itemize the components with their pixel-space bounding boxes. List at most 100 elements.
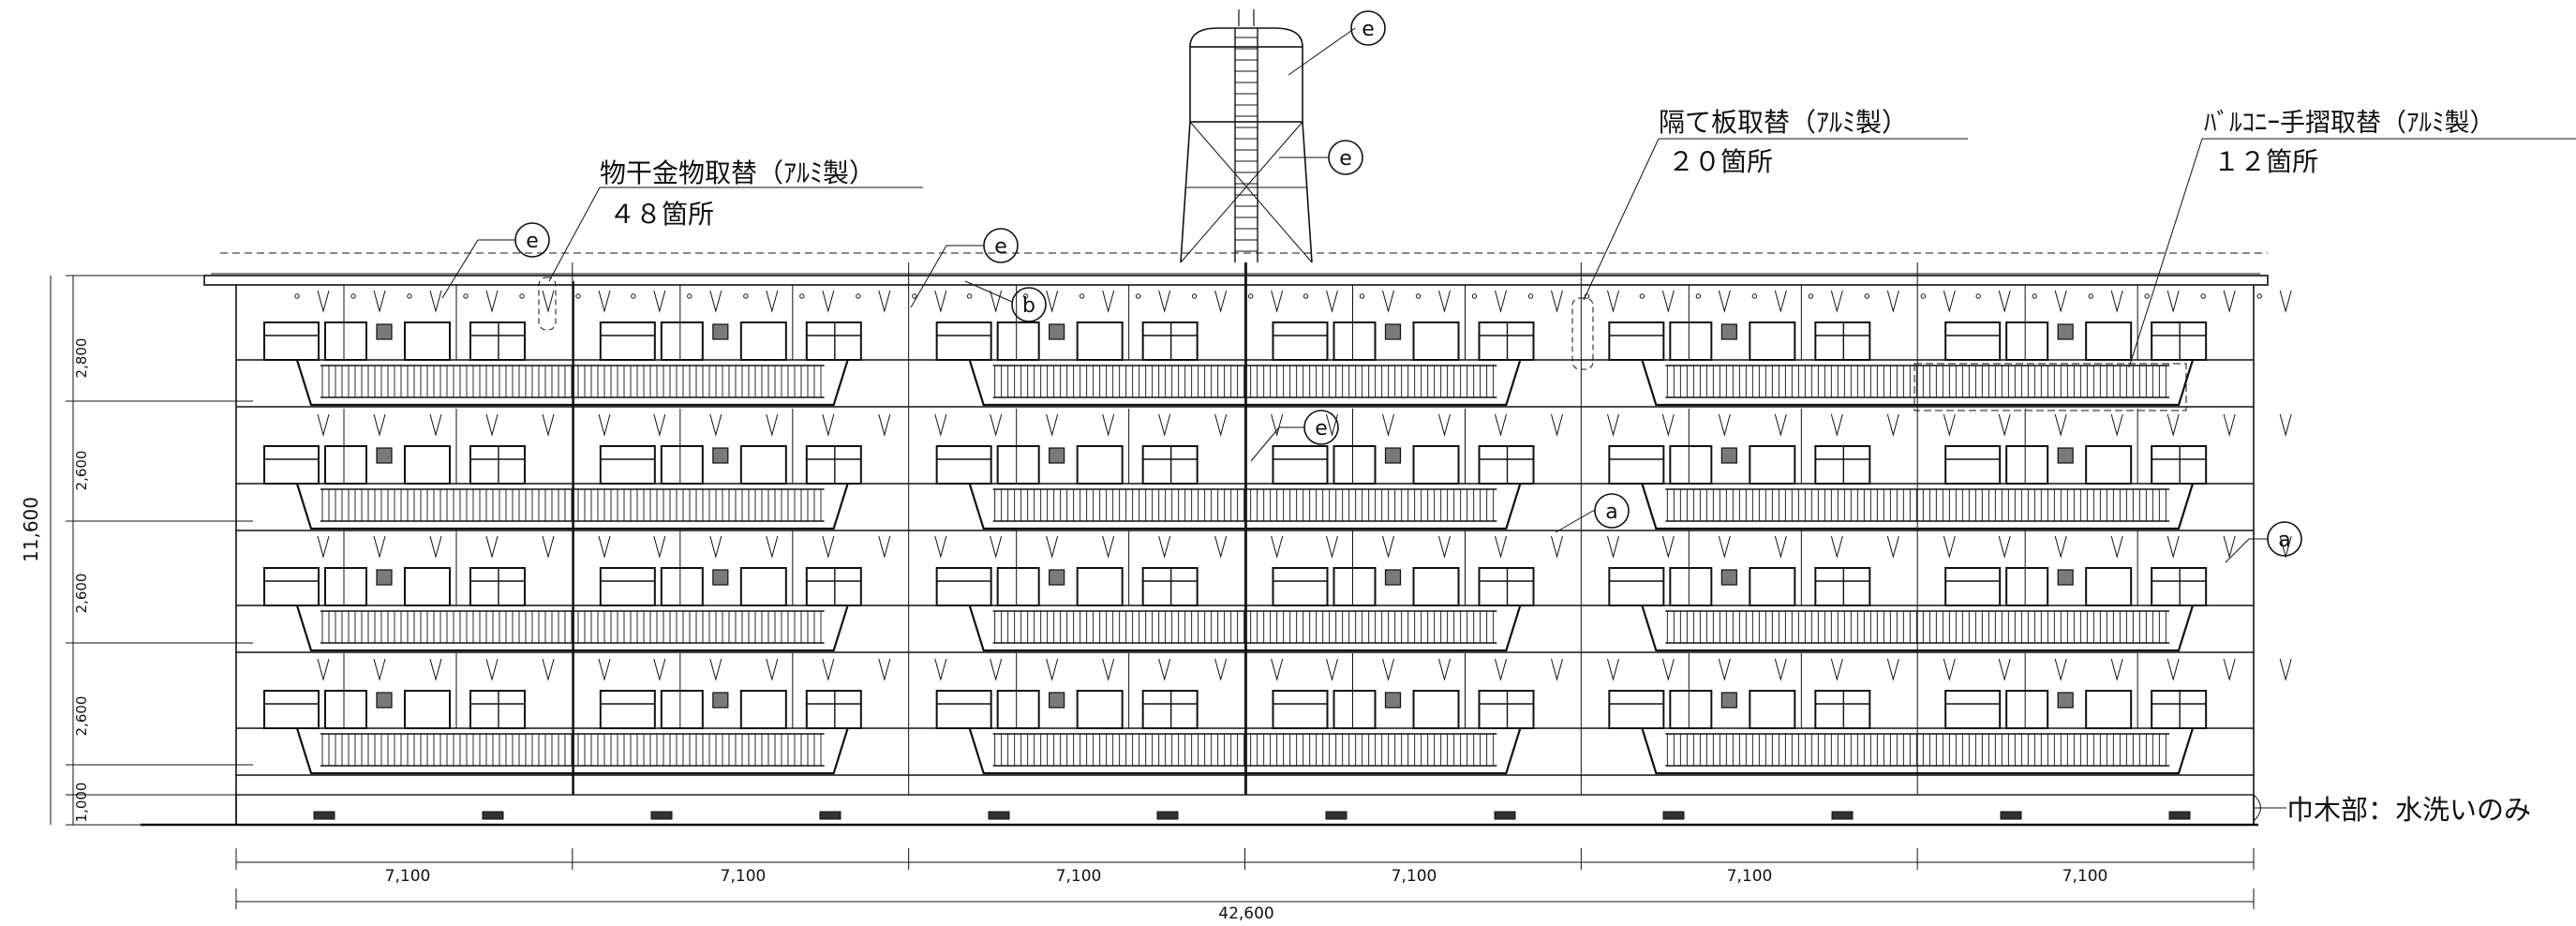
svg-text:e: e — [994, 235, 1007, 259]
window — [1141, 567, 1199, 606]
window — [263, 321, 320, 361]
window — [469, 690, 526, 729]
door — [660, 567, 704, 606]
marker-e-roof-left: e — [441, 222, 550, 299]
window — [469, 445, 526, 485]
small-window — [376, 692, 393, 709]
railing-count: １２箇所 — [2213, 146, 2318, 177]
small-window — [712, 692, 729, 709]
door — [404, 445, 451, 485]
svg-text:e: e — [1315, 417, 1328, 441]
window — [1944, 567, 2002, 606]
marker-e-tower-top: e — [1288, 10, 1386, 76]
water-tower — [1180, 9, 1313, 263]
svg-text:a: a — [1605, 500, 1617, 524]
door — [324, 567, 367, 606]
window — [935, 567, 992, 606]
window — [1814, 567, 1871, 606]
balcony-railing — [968, 605, 1522, 652]
window — [805, 321, 862, 361]
door — [2005, 690, 2049, 729]
door — [996, 321, 1040, 361]
bay-width-5: 7,100 — [1727, 867, 1773, 886]
total-height-label: 11,600 — [20, 497, 42, 562]
railing-highlight — [1913, 363, 2187, 411]
window — [1272, 445, 1329, 485]
door — [2085, 567, 2133, 606]
window — [1608, 445, 1665, 485]
water-tank — [1189, 46, 1303, 123]
small-window — [376, 569, 393, 586]
door — [1669, 445, 1713, 485]
window — [263, 690, 320, 729]
small-window — [1049, 569, 1065, 586]
window — [805, 567, 862, 606]
svg-text:a: a — [2278, 529, 2290, 552]
window — [805, 690, 862, 729]
svg-text:e: e — [1362, 18, 1375, 41]
floor-height-1: 1,000 — [73, 783, 90, 823]
window — [1814, 445, 1871, 485]
door — [2085, 690, 2133, 729]
door — [2005, 445, 2049, 485]
hanger-highlight — [538, 276, 557, 331]
baseboard-band — [235, 794, 2255, 826]
window — [1814, 321, 1871, 361]
dimension-lines — [50, 275, 2255, 909]
window — [1608, 690, 1665, 729]
svg-text:e: e — [526, 230, 539, 253]
bay-width-1: 7,100 — [385, 867, 431, 886]
window — [805, 445, 862, 485]
vent-grille — [819, 811, 841, 820]
marker-e-roof-center: e — [910, 228, 1019, 308]
door — [996, 567, 1040, 606]
small-window — [1049, 692, 1065, 709]
small-window — [1720, 447, 1737, 464]
window — [263, 445, 320, 485]
marker-e-tower-mid: e — [1279, 140, 1363, 175]
vent-grille — [2000, 811, 2022, 820]
small-window — [1049, 447, 1065, 464]
marker-e-drainpipe: e — [1250, 410, 1339, 462]
door — [1749, 690, 1796, 729]
window — [1478, 321, 1535, 361]
door — [1412, 690, 1460, 729]
vent-grille — [988, 811, 1010, 820]
bay-width-4: 7,100 — [1392, 867, 1437, 886]
door — [1076, 321, 1124, 361]
small-window — [376, 447, 393, 464]
window — [469, 567, 526, 606]
window — [1478, 445, 1535, 485]
dimension-texts: 11,600 2,800 2,600 2,600 2,600 1,000 7,1… — [20, 338, 2107, 923]
hanger-title: 物干金物取替（ｱﾙﾐ製） — [600, 157, 875, 188]
floor-height-3: 2,600 — [73, 574, 90, 614]
vent-grille — [2168, 811, 2191, 820]
door — [1749, 445, 1796, 485]
svg-text:e: e — [1339, 147, 1352, 171]
vent-grille — [313, 811, 335, 820]
door — [739, 690, 787, 729]
door — [1076, 445, 1124, 485]
reference-markers: e e e e b e — [441, 10, 2302, 563]
hanger-count: ４８箇所 — [609, 199, 714, 230]
window — [1944, 690, 2002, 729]
door — [1669, 690, 1713, 729]
window — [2151, 567, 2208, 606]
door — [404, 321, 451, 361]
vent-grille — [1156, 811, 1179, 820]
small-window — [2057, 447, 2074, 464]
window — [1608, 567, 1665, 606]
vent-grille — [1831, 811, 1854, 820]
small-window — [1720, 692, 1737, 709]
window — [2151, 321, 2208, 361]
window — [1272, 567, 1329, 606]
door — [739, 321, 787, 361]
vent-grille — [1325, 811, 1348, 820]
door — [1333, 321, 1377, 361]
window — [599, 690, 656, 729]
door — [2005, 321, 2049, 361]
small-window — [2057, 323, 2074, 340]
door — [1749, 321, 1796, 361]
window — [263, 567, 320, 606]
